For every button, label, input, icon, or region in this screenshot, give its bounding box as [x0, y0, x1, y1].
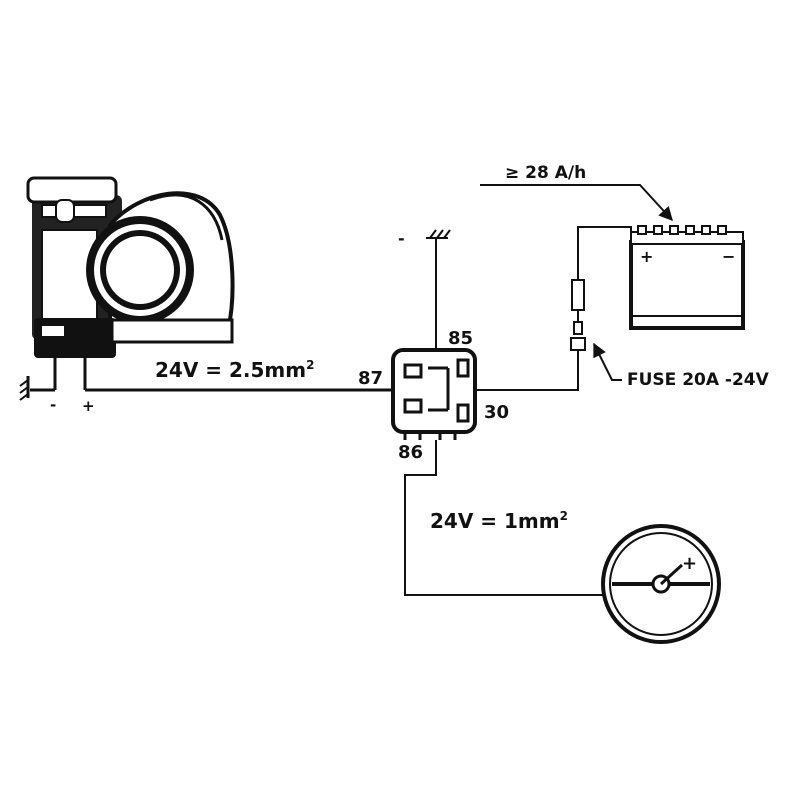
switch-plus-label: + [682, 553, 697, 574]
horn-plus-label: + [82, 397, 95, 415]
relay-pin-87: 87 [358, 368, 383, 389]
wire-relay-86-to-switch [404, 440, 604, 596]
battery-minus-label: − [722, 247, 735, 266]
switch-wire-spec: 24V = 1mm2 [430, 509, 568, 533]
relay-pin-30: 30 [484, 402, 509, 423]
battery-icon [629, 225, 745, 330]
battery-capacity-label: ≥ 28 A/h [505, 163, 586, 183]
wire-fuse-to-battery [577, 226, 632, 280]
switch-icon[interactable] [601, 524, 721, 644]
wire-relay-30-to-fuse [475, 348, 579, 391]
relay-ground-minus-label: - [398, 229, 405, 248]
fuse-arrow [593, 342, 622, 381]
relay-ground-icon [426, 229, 451, 239]
battery-arrow [480, 184, 673, 222]
ground-icon [19, 376, 30, 401]
fuse-label: FUSE 20A -24V [627, 370, 770, 390]
relay-pin-85: 85 [448, 328, 473, 349]
relay-icon [391, 348, 477, 440]
horn-minus-label: - [50, 396, 56, 414]
fuse-icon [570, 279, 586, 351]
air-horn-icon [26, 176, 235, 358]
battery-plus-label: + [640, 247, 653, 266]
horn-wire-spec: 24V = 2.5mm2 [155, 358, 314, 382]
relay-pin-86: 86 [398, 442, 423, 463]
